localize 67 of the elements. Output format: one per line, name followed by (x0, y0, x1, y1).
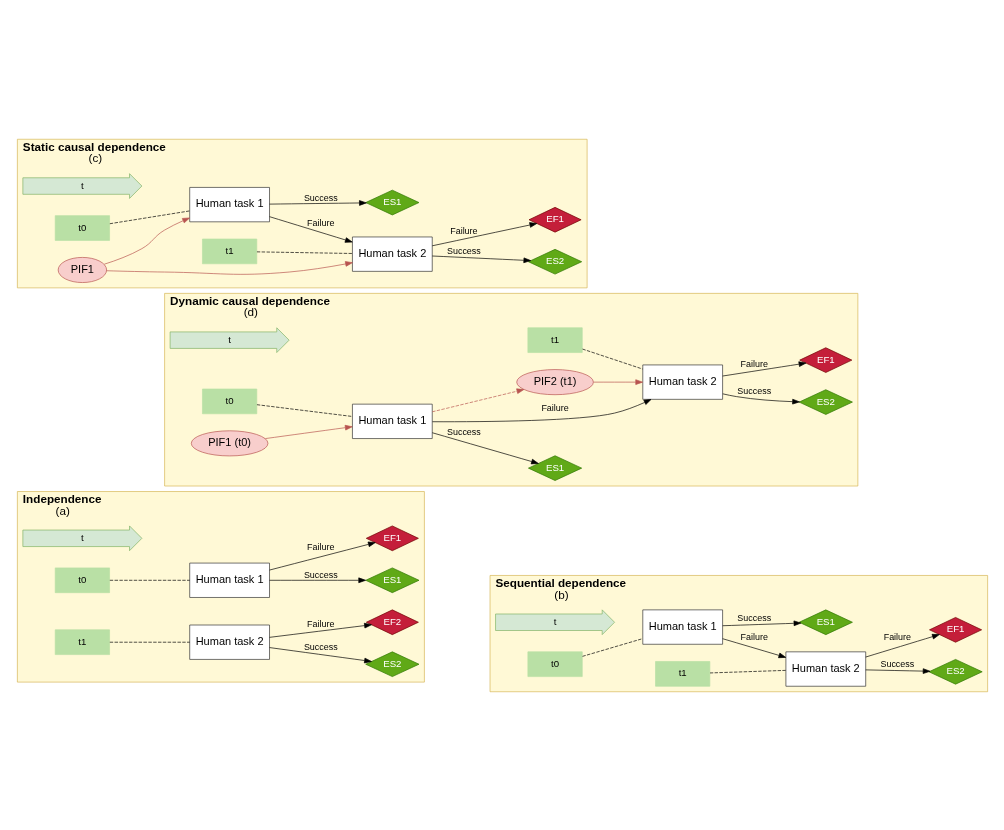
arrow (268, 541, 376, 570)
arrow (103, 217, 190, 265)
edge-label: Failure (306, 217, 334, 228)
arrow (721, 637, 786, 658)
arrow (105, 260, 353, 275)
arrow (431, 398, 651, 422)
node-diamond: ES1 (364, 567, 419, 593)
node-ellipse: PIF1 (57, 256, 107, 283)
arrow (264, 424, 353, 439)
arrow (431, 255, 531, 263)
arrow (721, 360, 806, 376)
arrow (268, 199, 367, 206)
edge-label: Success (446, 426, 481, 437)
node-box: Human task 1 (641, 609, 723, 645)
edge-label: Success (303, 192, 338, 203)
node-box: Human task 2 (188, 624, 270, 660)
edge-label: Failure (740, 358, 768, 369)
arrow (268, 646, 372, 663)
node-box: t1 (54, 628, 110, 655)
edge-label: Success (303, 641, 338, 652)
connector (581, 637, 643, 657)
node-diamond: ES2 (928, 658, 983, 685)
node-box: Human task 2 (641, 364, 723, 400)
node-box: t0 (54, 214, 110, 241)
arrow (431, 388, 524, 412)
edge-label: Failure (306, 541, 334, 552)
edge-label: Success (446, 245, 481, 256)
node-box: Human task 2 (351, 236, 433, 272)
node-box: t0 (54, 567, 110, 593)
edge-label: Failure (540, 402, 569, 413)
node-box: Human task 1 (188, 562, 270, 598)
edge-label: Success (879, 658, 914, 669)
edge-label: Success (303, 569, 338, 580)
node-diamond: ES1 (364, 189, 419, 215)
node-ellipse: PIF1 (t0) (190, 429, 268, 456)
node-box: t1 (654, 660, 710, 687)
edge-label: Failure (449, 225, 478, 236)
node-box: Human task 1 (188, 186, 270, 222)
arrow (431, 221, 537, 246)
node-box: Human task 1 (351, 403, 433, 439)
arrow (721, 393, 800, 404)
arrow (268, 215, 353, 243)
arrow (592, 378, 643, 385)
arrow (864, 633, 940, 657)
arrow (721, 620, 801, 626)
arrow (431, 431, 539, 464)
edge-label: Failure (306, 618, 334, 629)
connector (709, 669, 786, 673)
edge-label: Success (736, 612, 771, 623)
node-box: t0 (527, 651, 583, 677)
connector (256, 251, 353, 254)
node-diamond: ES2 (527, 248, 582, 274)
node-box: t1 (201, 238, 257, 264)
connector (108, 579, 190, 581)
edge-label: Success (736, 385, 771, 396)
arrow (864, 667, 930, 674)
arrow (268, 622, 372, 638)
node-box: t1 (527, 326, 583, 353)
edge-label: Failure (740, 631, 768, 642)
edge-label: Failure (883, 631, 911, 642)
connector (108, 210, 190, 224)
node-diamond: ES1 (798, 609, 853, 635)
arrow (268, 577, 366, 583)
node-box: t0 (201, 388, 257, 414)
node-box: Human task 2 (785, 651, 866, 687)
node-diamond: ES2 (798, 388, 853, 415)
connector (256, 403, 353, 417)
